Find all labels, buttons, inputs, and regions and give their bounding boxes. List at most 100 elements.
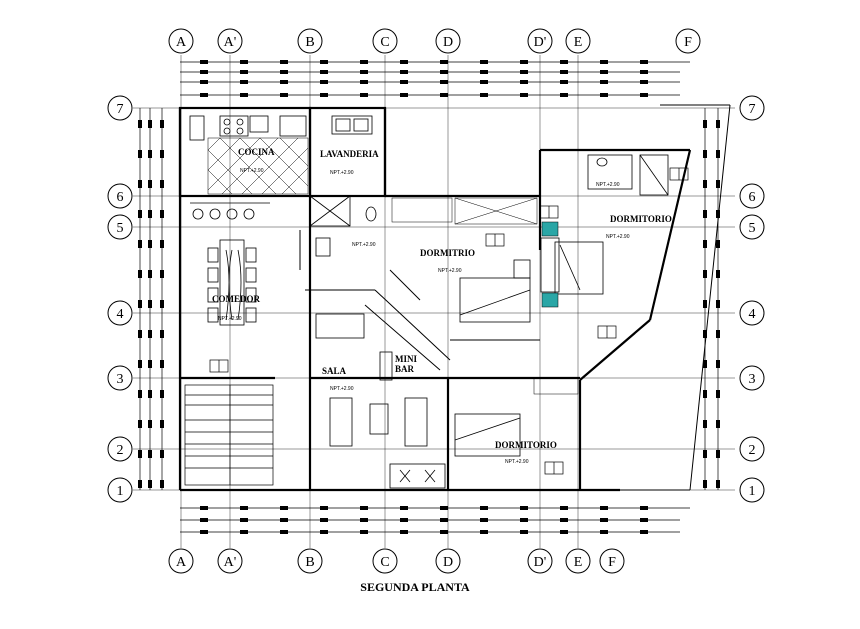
laundry-sinks <box>331 115 373 135</box>
dim-tick-109 <box>148 480 152 488</box>
npt-dormitorio-3: NPT.+2.90 <box>505 459 529 465</box>
dim-tick-60 <box>200 518 208 522</box>
axis-top-3-label: C <box>380 35 389 50</box>
dim-tick-67 <box>480 518 488 522</box>
dim-tick-42 <box>440 93 448 97</box>
dim-tick-103 <box>148 300 152 308</box>
axis-right-3-circle <box>739 300 765 326</box>
dim-tick-18 <box>440 70 448 74</box>
dim-tick-132 <box>703 390 707 398</box>
dim-tick-76 <box>360 530 368 534</box>
label-dormitorio-1: DORMITRIO <box>420 248 475 258</box>
dim-tick-129 <box>703 300 707 308</box>
dim-tick-127 <box>703 240 707 248</box>
dim-tick-37 <box>240 93 248 97</box>
axis-bottom-2-circle <box>297 548 323 574</box>
dim-tick-15 <box>320 70 328 74</box>
dim-tick-19 <box>480 70 488 74</box>
kitchen-floor-hatch <box>207 137 309 195</box>
dim-tick-22 <box>600 70 608 74</box>
dim-tick-128 <box>703 270 707 278</box>
dim-tick-48 <box>200 506 208 510</box>
dim-tick-137 <box>716 150 720 158</box>
npt-bano-2: NPT.+2.90 <box>596 182 620 188</box>
dim-tick-143 <box>716 330 720 338</box>
axis-left-4-label: 3 <box>117 372 124 387</box>
dim-tick-98 <box>148 150 152 158</box>
dim-tick-44 <box>520 93 528 97</box>
dim-tick-68 <box>520 518 528 522</box>
label-cocina: COCINA <box>238 147 275 157</box>
axis-bottom-0-label: A <box>176 555 187 570</box>
axis-top-5-label: D' <box>534 35 547 50</box>
dim-tick-131 <box>703 360 707 368</box>
axis-right-2-circle <box>739 214 765 240</box>
axis-top-3-circle <box>372 28 398 54</box>
axis-top-7-circle <box>675 28 701 54</box>
npt-dormitorio-2: NPT.+2.90 <box>606 234 630 240</box>
dim-tick-81 <box>560 530 568 534</box>
dim-tick-93 <box>138 390 142 398</box>
dim-tick-117 <box>160 330 164 338</box>
axis-top-7-label: F <box>684 35 692 50</box>
dim-tick-108 <box>148 450 152 458</box>
dim-tick-71 <box>640 518 648 522</box>
dim-tick-135 <box>703 480 707 488</box>
npt-lavanderia: NPT.+2.90 <box>330 170 354 176</box>
dim-tick-4 <box>360 60 368 64</box>
dim-tick-78 <box>440 530 448 534</box>
dim-tick-115 <box>160 270 164 278</box>
npt-sala: NPT.+2.90 <box>330 386 354 392</box>
dim-tick-53 <box>400 506 408 510</box>
dim-tick-36 <box>200 93 208 97</box>
axis-left-5-circle <box>107 436 133 462</box>
dim-tick-83 <box>640 530 648 534</box>
dim-tick-106 <box>148 390 152 398</box>
dim-tick-29 <box>400 80 408 84</box>
dim-tick-7 <box>480 60 488 64</box>
dim-tick-89 <box>138 270 142 278</box>
dim-tick-5 <box>400 60 408 64</box>
axis-top-6-label: E <box>574 35 583 50</box>
axis-bottom-6-label: E <box>574 555 583 570</box>
dim-tick-79 <box>480 530 488 534</box>
level-notes: NPT.+2.90 NPT.+2.90 NPT.+2.90 NPT.+2.90 … <box>218 168 630 465</box>
dim-tick-138 <box>716 180 720 188</box>
axis-top-0-label: A <box>176 35 187 50</box>
dim-tick-102 <box>148 270 152 278</box>
dim-tick-97 <box>148 120 152 128</box>
dim-tick-57 <box>560 506 568 510</box>
dim-tick-59 <box>640 506 648 510</box>
dim-tick-35 <box>640 80 648 84</box>
dim-tick-133 <box>703 420 707 428</box>
dim-tick-9 <box>560 60 568 64</box>
dim-tick-82 <box>600 530 608 534</box>
dim-tick-27 <box>320 80 328 84</box>
dim-tick-32 <box>520 80 528 84</box>
dim-tick-87 <box>138 210 142 218</box>
dim-tick-69 <box>560 518 568 522</box>
axis-left-4-circle <box>107 365 133 391</box>
label-sala: SALA <box>322 366 347 376</box>
axis-left-3-circle <box>107 300 133 326</box>
window-strips <box>391 197 579 395</box>
label-bar: BAR <box>395 364 415 374</box>
dim-tick-73 <box>240 530 248 534</box>
dim-tick-50 <box>280 506 288 510</box>
dim-tick-0 <box>200 60 208 64</box>
dim-tick-14 <box>280 70 288 74</box>
dim-tick-16 <box>360 70 368 74</box>
dim-tick-74 <box>280 530 288 534</box>
npt-cocina: NPT.+2.90 <box>240 168 264 174</box>
dim-tick-144 <box>716 360 720 368</box>
axis-bottom-1-circle <box>217 548 243 574</box>
npt-bano: NPT.+2.90 <box>352 242 376 248</box>
dim-tick-66 <box>440 518 448 522</box>
dim-tick-116 <box>160 300 164 308</box>
dim-tick-47 <box>640 93 648 97</box>
axis-right-0-label: 7 <box>749 102 756 117</box>
dim-tick-30 <box>440 80 448 84</box>
dim-tick-25 <box>240 80 248 84</box>
dim-tick-113 <box>160 210 164 218</box>
dim-tick-95 <box>138 450 142 458</box>
